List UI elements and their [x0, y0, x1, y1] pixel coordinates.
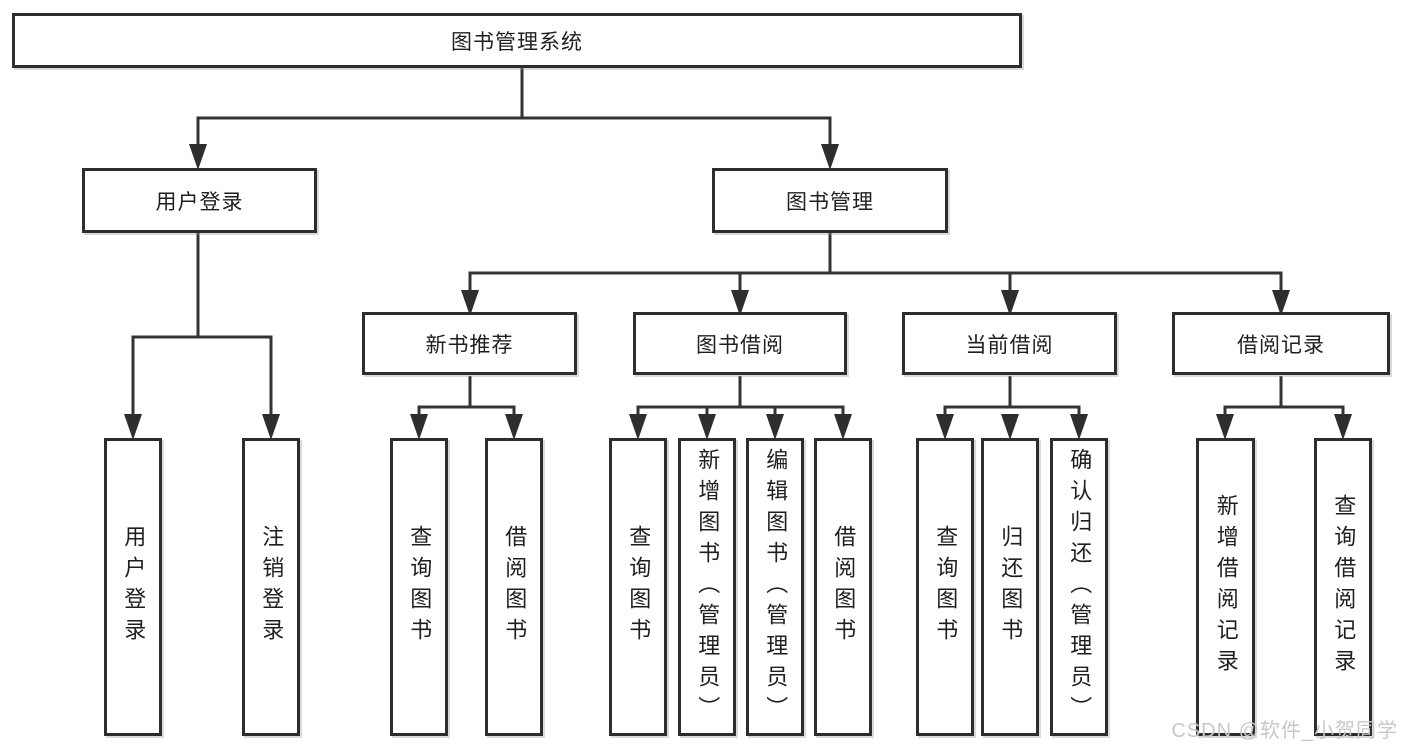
node-label: 用户登录: [121, 525, 147, 649]
node-borrow-books-recommend: 借阅图书: [485, 438, 543, 736]
node-label: 新书推荐: [425, 333, 514, 357]
node-label: 借阅图书: [502, 525, 528, 649]
node-query-books-recommend: 查询图书: [390, 438, 448, 736]
node-label: 注销登录: [259, 525, 285, 649]
node-label: 新增图书（管理员）: [695, 447, 721, 727]
node-library-management-system: 图书管理系统: [12, 13, 1022, 68]
csdn-watermark: CSDN @软件_小贺同学: [1171, 720, 1398, 742]
node-label: 图书管理系统: [451, 30, 583, 54]
node-user-login: 用户登录: [104, 438, 162, 736]
node-label: 查询图书: [933, 525, 959, 649]
node-return-books: 归还图书: [981, 438, 1039, 736]
node-label: 编辑图书（管理员）: [763, 447, 789, 727]
node-new-book-recommend: 新书推荐: [362, 312, 577, 375]
node-label: 图书借阅: [696, 333, 784, 357]
node-label: 当前借阅: [965, 333, 1054, 357]
node-query-borrow-record: 查询借阅记录: [1314, 438, 1372, 736]
node-user-login-module: 用户登录: [82, 168, 317, 233]
node-edit-books-admin: 编辑图书（管理员）: [746, 438, 804, 736]
node-add-borrow-record: 新增借阅记录: [1196, 438, 1255, 736]
node-label: 查询借阅记录: [1331, 494, 1357, 680]
arrowhead-icons: [124, 144, 1352, 440]
node-confirm-return-admin: 确认归还（管理员）: [1050, 438, 1108, 736]
node-borrow-books: 借阅图书: [814, 438, 872, 736]
node-label: 借阅记录: [1237, 333, 1325, 357]
node-current-borrow: 当前借阅: [902, 312, 1117, 375]
node-label: 查询图书: [626, 525, 652, 649]
node-borrow-record: 借阅记录: [1172, 312, 1390, 375]
node-add-books-admin: 新增图书（管理员）: [678, 438, 736, 736]
node-label: 新增借阅记录: [1213, 494, 1239, 680]
node-label: 查询图书: [407, 525, 433, 649]
node-label: 用户登录: [155, 190, 244, 214]
node-label: 图书管理: [786, 190, 874, 214]
node-label: 借阅图书: [831, 525, 857, 649]
node-book-borrow: 图书借阅: [633, 312, 847, 375]
node-label: 归还图书: [998, 525, 1024, 649]
node-query-books-current: 查询图书: [916, 438, 974, 736]
node-label: 确认归还（管理员）: [1067, 447, 1093, 727]
node-book-management-module: 图书管理: [712, 168, 948, 233]
node-query-books-borrow: 查询图书: [609, 438, 667, 736]
node-logout: 注销登录: [242, 438, 300, 736]
